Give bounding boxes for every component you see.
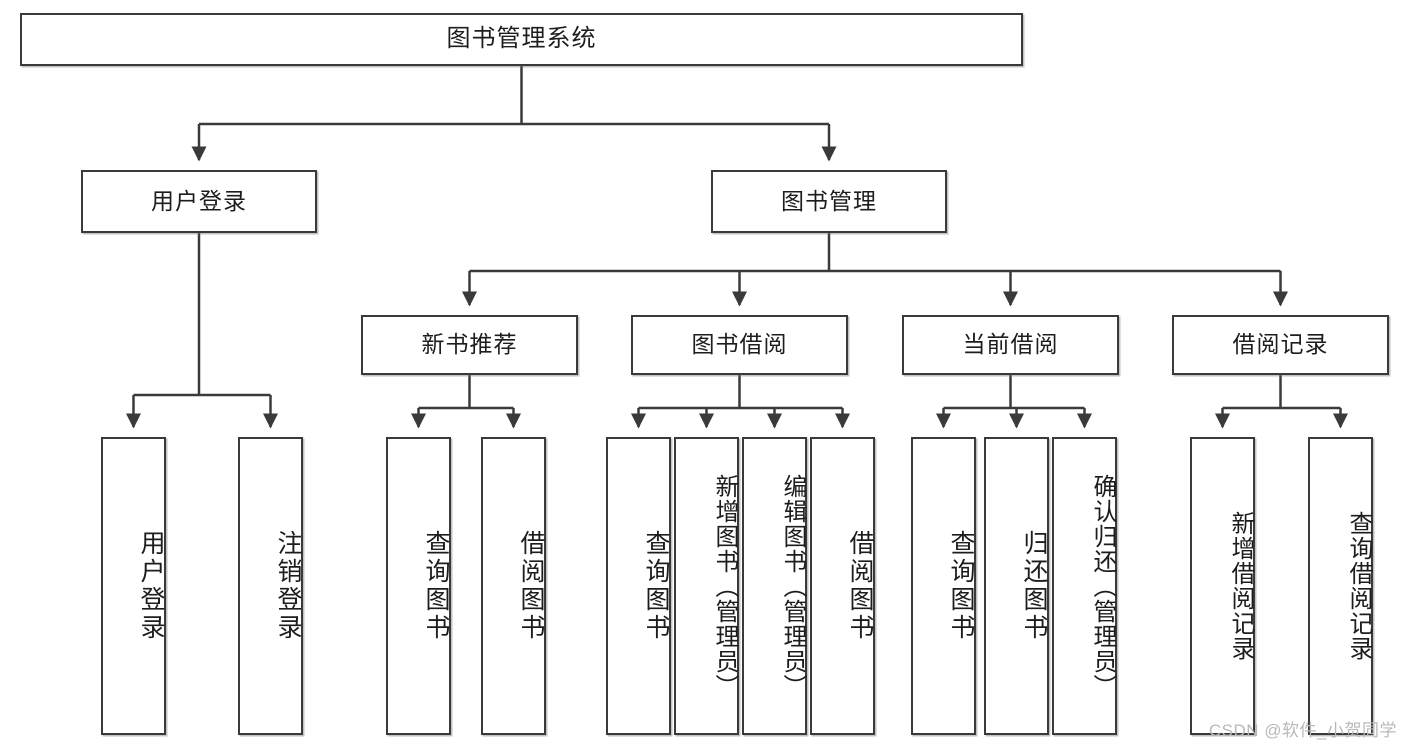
node-borrow-record[interactable]: 借阅记录 [1172,315,1389,375]
node-leaf-add-book-admin[interactable]: 新增图书（管理员） [674,437,739,735]
node-current-borrow[interactable]: 当前借阅 [902,315,1119,375]
node-root[interactable]: 图书管理系统 [20,13,1023,66]
node-leaf-borrow-book-recommend[interactable]: 借阅图书 [481,437,546,735]
node-leaf-query-book-current[interactable]: 查询图书 [911,437,976,735]
node-leaf-query-book-borrow[interactable]: 查询图书 [606,437,671,735]
node-leaf-query-book-recommend[interactable]: 查询图书 [386,437,451,735]
node-leaf-user-login[interactable]: 用户登录 [101,437,166,735]
node-leaf-edit-book-admin[interactable]: 编辑图书（管理员） [742,437,807,735]
node-user-login[interactable]: 用户登录 [81,170,317,233]
node-book-borrow[interactable]: 图书借阅 [631,315,848,375]
node-leaf-borrow-book[interactable]: 借阅图书 [810,437,875,735]
node-leaf-add-borrow-record[interactable]: 新增借阅记录 [1190,437,1255,735]
node-leaf-return-book[interactable]: 归还图书 [984,437,1049,735]
watermark-label: CSDN @软件_小贺同学 [1208,721,1397,740]
node-leaf-logout-login[interactable]: 注销登录 [238,437,303,735]
node-new-book-recommend[interactable]: 新书推荐 [361,315,578,375]
node-leaf-query-borrow-record[interactable]: 查询借阅记录 [1308,437,1373,735]
node-book-management[interactable]: 图书管理 [711,170,947,233]
node-leaf-confirm-return-admin[interactable]: 确认归还（管理员） [1052,437,1117,735]
